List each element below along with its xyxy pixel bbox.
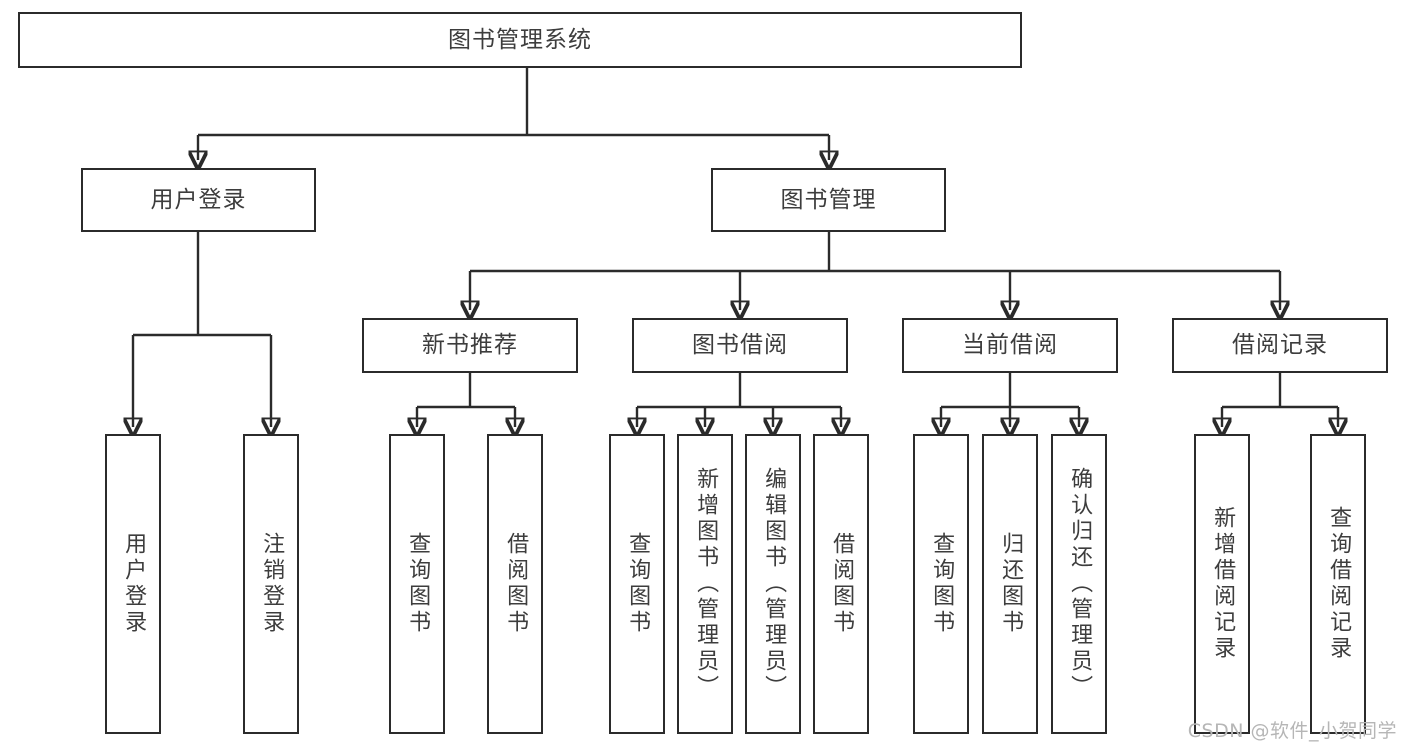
- node-leaf-return-book-label: 归还图书: [998, 532, 1024, 636]
- node-leaf-add-book-label: 新增图书（管理员）: [693, 467, 719, 701]
- node-borrow-record[interactable]: 借阅记录: [1172, 318, 1388, 373]
- node-leaf-edit-book[interactable]: 编辑图书（管理员）: [745, 434, 801, 734]
- node-current-borrow[interactable]: 当前借阅: [902, 318, 1118, 373]
- node-leaf-query-book-1[interactable]: 查询图书: [389, 434, 445, 734]
- node-root[interactable]: 图书管理系统: [18, 12, 1022, 68]
- watermark: CSDN @软件_小贺同学: [1187, 720, 1397, 742]
- node-leaf-query-book-3-label: 查询图书: [929, 532, 955, 636]
- node-leaf-add-record[interactable]: 新增借阅记录: [1194, 434, 1250, 734]
- node-leaf-confirm-return[interactable]: 确认归还（管理员）: [1051, 434, 1107, 734]
- node-new-book-recommend[interactable]: 新书推荐: [362, 318, 578, 373]
- node-leaf-borrow-book-2-label: 借阅图书: [829, 532, 855, 636]
- node-leaf-query-book-1-label: 查询图书: [405, 532, 431, 636]
- node-leaf-user-login[interactable]: 用户登录: [105, 434, 161, 734]
- node-leaf-edit-book-label: 编辑图书（管理员）: [761, 467, 787, 701]
- node-current-borrow-label: 当前借阅: [962, 332, 1058, 359]
- node-leaf-user-login-label: 用户登录: [121, 532, 147, 636]
- node-leaf-query-record-label: 查询借阅记录: [1326, 506, 1352, 662]
- node-book-borrow[interactable]: 图书借阅: [632, 318, 848, 373]
- node-book-manage[interactable]: 图书管理: [711, 168, 946, 232]
- node-leaf-add-book[interactable]: 新增图书（管理员）: [677, 434, 733, 734]
- node-book-borrow-label: 图书借阅: [692, 332, 788, 359]
- node-user-login-label: 用户登录: [150, 186, 247, 213]
- node-borrow-record-label: 借阅记录: [1232, 332, 1328, 359]
- node-leaf-query-book-2[interactable]: 查询图书: [609, 434, 665, 734]
- node-leaf-add-record-label: 新增借阅记录: [1210, 506, 1236, 662]
- node-leaf-query-record[interactable]: 查询借阅记录: [1310, 434, 1366, 734]
- node-new-book-recommend-label: 新书推荐: [422, 332, 518, 359]
- node-book-manage-label: 图书管理: [780, 186, 877, 213]
- node-root-label: 图书管理系统: [448, 26, 592, 53]
- node-user-login[interactable]: 用户登录: [81, 168, 316, 232]
- node-leaf-logout-login[interactable]: 注销登录: [243, 434, 299, 734]
- node-leaf-query-book-2-label: 查询图书: [625, 532, 651, 636]
- node-leaf-borrow-book-2[interactable]: 借阅图书: [813, 434, 869, 734]
- node-leaf-logout-login-label: 注销登录: [259, 532, 285, 636]
- node-leaf-borrow-book-1[interactable]: 借阅图书: [487, 434, 543, 734]
- node-leaf-return-book[interactable]: 归还图书: [982, 434, 1038, 734]
- node-leaf-confirm-return-label: 确认归还（管理员）: [1067, 467, 1093, 701]
- node-leaf-borrow-book-1-label: 借阅图书: [503, 532, 529, 636]
- node-leaf-query-book-3[interactable]: 查询图书: [913, 434, 969, 734]
